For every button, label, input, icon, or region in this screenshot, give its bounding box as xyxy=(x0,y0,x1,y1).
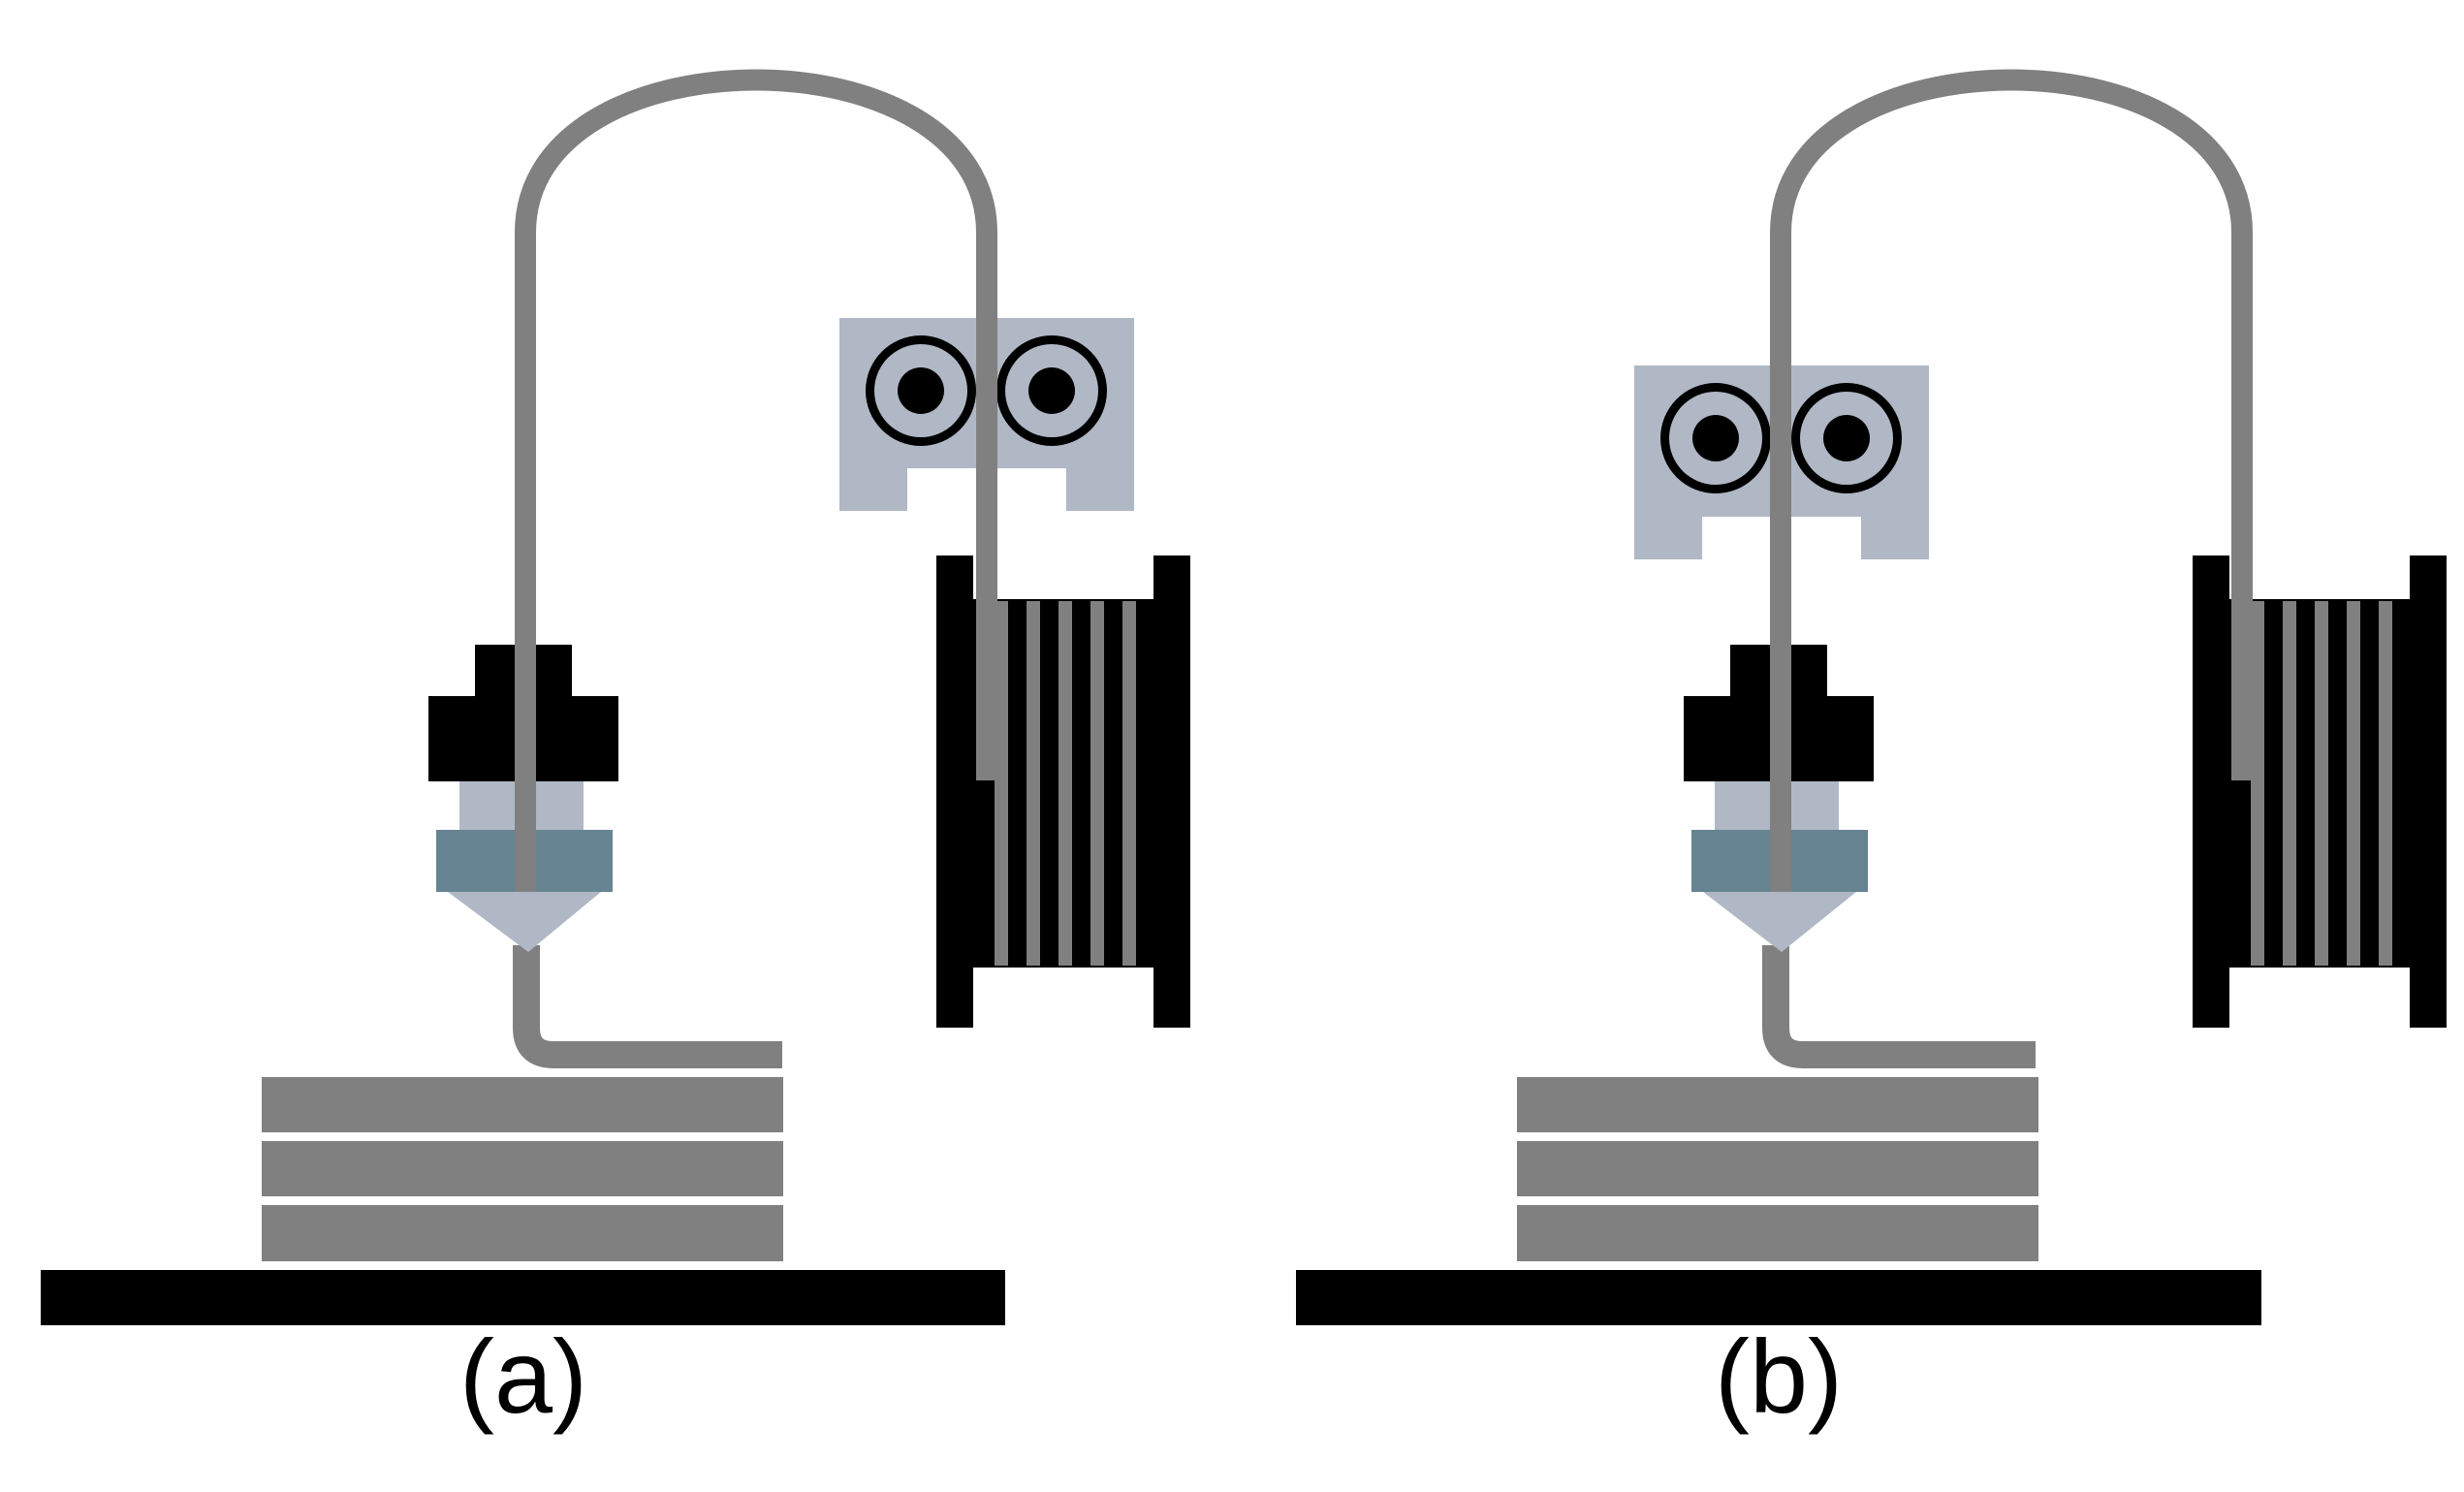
spool-flange-left xyxy=(936,556,973,1028)
filament-spool xyxy=(936,556,1190,1028)
spool-flange-right xyxy=(1153,556,1190,1028)
filament-spool xyxy=(2193,556,2447,1028)
filament xyxy=(515,69,997,892)
print-bed xyxy=(41,1270,1005,1325)
spool-flange-right xyxy=(2410,556,2447,1028)
printed-layer-3 xyxy=(1517,1077,2038,1132)
deposited-bead xyxy=(513,945,782,1068)
printed-layers xyxy=(262,1077,783,1261)
winding xyxy=(2251,601,2264,966)
drive-roller-right xyxy=(1791,383,1902,493)
drive-roller-left xyxy=(866,335,976,446)
printed-layer-3 xyxy=(262,1077,783,1132)
winding xyxy=(995,601,1008,966)
extruder-drive xyxy=(1634,365,1929,559)
printed-layer-2 xyxy=(1517,1141,2038,1196)
winding xyxy=(1090,601,1104,966)
deposited-bead xyxy=(1762,945,2036,1068)
panel-a-label: (a) xyxy=(459,1317,587,1435)
panel-a xyxy=(41,69,1190,1325)
print-bed xyxy=(1296,1270,2261,1325)
nozzle xyxy=(1703,892,1856,952)
panel-b xyxy=(1296,69,2447,1325)
winding xyxy=(1027,601,1040,966)
winding xyxy=(1058,601,1072,966)
printed-layers xyxy=(1517,1077,2038,1261)
winding xyxy=(2379,601,2392,966)
drive-roller-right xyxy=(996,335,1107,446)
spool-windings xyxy=(2251,601,2392,966)
nozzle xyxy=(448,892,601,952)
panel-b-label: (b) xyxy=(1715,1317,1843,1435)
winding xyxy=(2315,601,2328,966)
spool-windings xyxy=(995,601,1136,966)
printed-layer-1 xyxy=(1517,1205,2038,1261)
printed-layer-2 xyxy=(262,1141,783,1196)
winding xyxy=(1122,601,1136,966)
winding xyxy=(2347,601,2360,966)
printed-layer-1 xyxy=(262,1205,783,1261)
filament xyxy=(1770,69,2253,892)
drive-roller-left xyxy=(1660,383,1771,493)
spool-flange-left xyxy=(2193,556,2229,1028)
winding xyxy=(2283,601,2296,966)
